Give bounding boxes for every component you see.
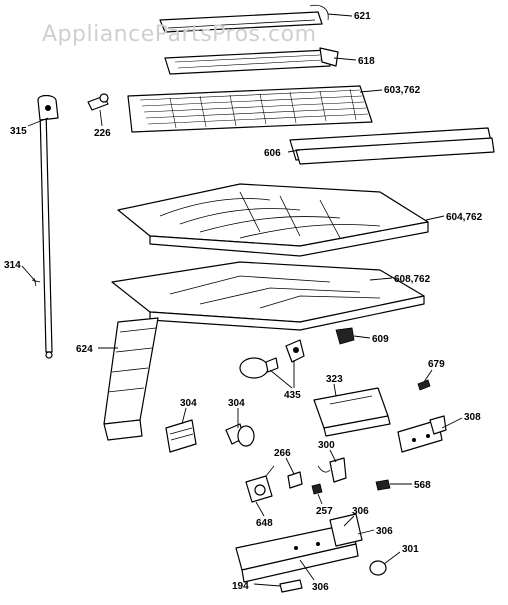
callout-315: 315 <box>10 126 27 137</box>
part-323-housing <box>313 387 391 437</box>
part-624-duct <box>103 317 159 441</box>
part-306-control-box <box>235 513 363 583</box>
callout-306-bottom: 306 <box>312 582 329 593</box>
callout-314: 314 <box>4 260 21 271</box>
part-604-crisper-cover <box>117 183 429 257</box>
callout-648: 648 <box>256 518 273 529</box>
callout-606: 606 <box>264 148 281 159</box>
part-609-clip <box>335 327 355 345</box>
callout-301: 301 <box>402 544 419 555</box>
callout-621: 621 <box>354 11 371 22</box>
callout-306-top: 306 <box>352 506 369 517</box>
part-304-thermostat <box>165 419 197 453</box>
callout-300: 300 <box>318 440 335 451</box>
part-194-clip <box>279 579 303 593</box>
part-315-rod <box>37 94 59 359</box>
part-257-screw <box>311 483 323 495</box>
callout-308: 308 <box>464 412 481 423</box>
callout-194: 194 <box>232 581 249 592</box>
part-435-bulb <box>239 339 305 379</box>
callout-257: 257 <box>316 506 333 517</box>
part-568-screw <box>375 479 391 491</box>
part-648-motor <box>245 465 275 503</box>
callout-323: 323 <box>326 374 343 385</box>
part-608-crisper-cover <box>111 261 425 331</box>
callout-603: 603,762 <box>384 85 421 96</box>
callout-618: 618 <box>358 56 375 67</box>
callout-604: 604,762 <box>446 212 483 223</box>
callout-226: 226 <box>94 128 111 139</box>
part-603-wire-shelf <box>127 85 373 133</box>
part-621-cover <box>159 4 329 33</box>
callout-labels: 621 618 315 226 603,762 606 604,762 314 … <box>4 11 483 593</box>
callout-306-right: 306 <box>376 526 393 537</box>
callout-624: 624 <box>76 344 93 355</box>
callout-304-thermostat: 304 <box>180 398 197 409</box>
part-301-knob <box>369 560 387 576</box>
callout-608: 608,762 <box>394 274 431 285</box>
part-300-switch <box>317 457 347 483</box>
callout-435: 435 <box>284 390 301 401</box>
leader-lines <box>21 13 463 587</box>
part-308-bracket <box>397 415 447 453</box>
callout-679: 679 <box>428 359 445 370</box>
part-314-screw <box>31 277 41 287</box>
part-606-shelf-front <box>289 127 495 165</box>
callout-266: 266 <box>274 448 291 459</box>
part-226-bracket <box>87 93 109 111</box>
part-266-switch <box>287 471 303 489</box>
callout-304-knob: 304 <box>228 398 245 409</box>
part-304-knob <box>225 423 255 447</box>
part-618-light-shield <box>164 47 339 75</box>
callout-609: 609 <box>372 334 389 345</box>
callout-568: 568 <box>414 480 431 491</box>
